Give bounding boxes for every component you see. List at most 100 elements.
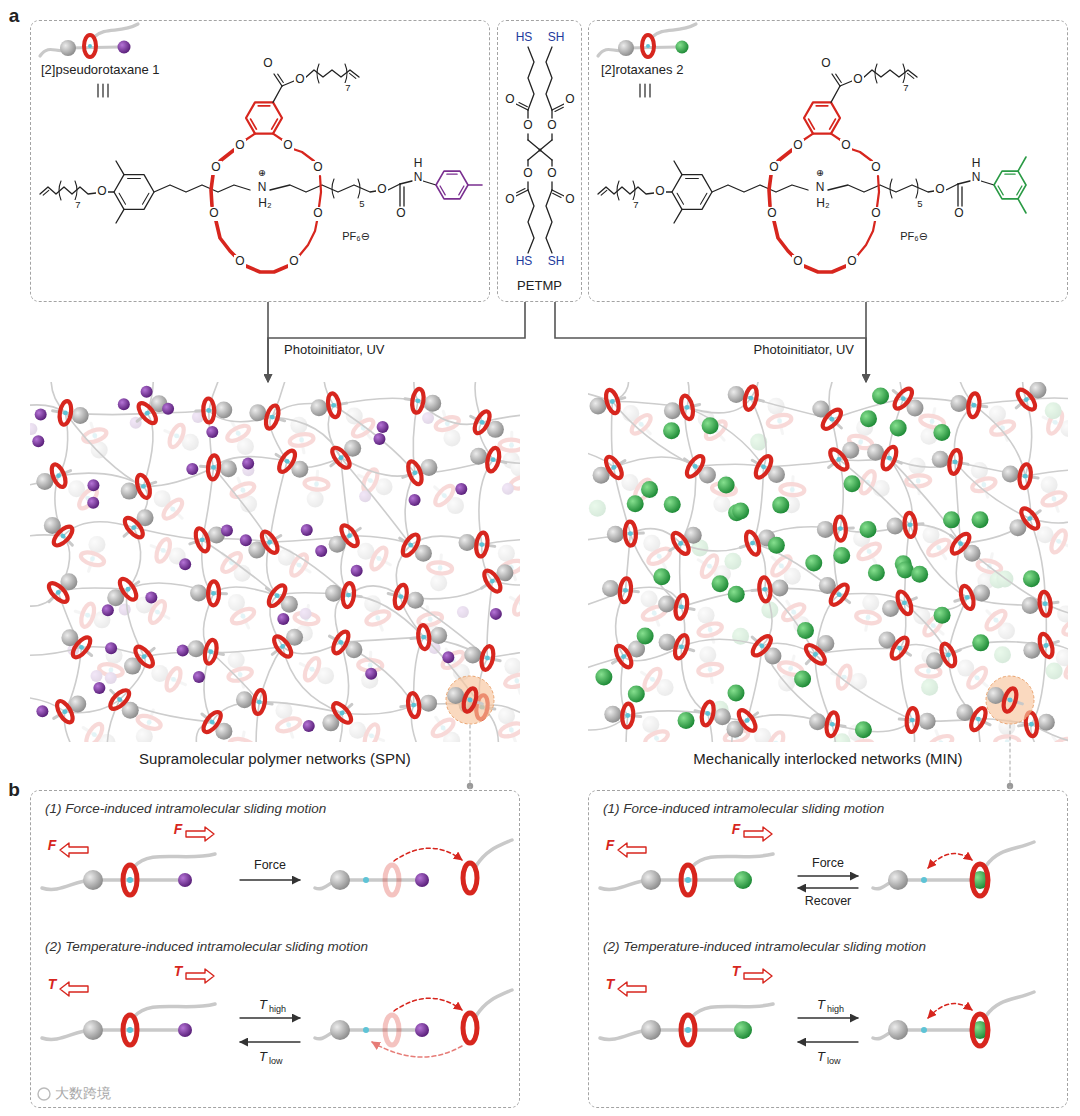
repeat-bracket — [358, 179, 360, 198]
polymer-chain — [120, 700, 212, 723]
stimulus-label: T — [731, 964, 742, 979]
process-arrow — [240, 879, 300, 880]
stopper-ball — [177, 645, 189, 657]
ammonium-station — [485, 656, 490, 661]
stopper-ball — [994, 646, 1011, 663]
macrocycle-ring — [834, 516, 846, 541]
repeat-bracket — [633, 181, 635, 200]
double-bond — [43, 190, 49, 195]
macrocycle-ring — [958, 584, 976, 610]
ammonium-station — [161, 548, 166, 553]
macrocycle-ring — [753, 454, 775, 480]
ammonium-station — [85, 613, 90, 618]
ammonium-station — [363, 1027, 369, 1033]
subscript: 5 — [916, 199, 923, 209]
network-panel — [30, 382, 520, 742]
stopper-bead — [809, 713, 826, 730]
macrocycle-ring — [803, 642, 828, 667]
stopper-ball — [442, 651, 454, 663]
polymer-chain — [681, 639, 761, 646]
double-bond — [119, 193, 125, 204]
macrocycle-ring — [70, 635, 94, 661]
stopper-bead — [215, 402, 232, 419]
atom-label: O — [208, 207, 219, 220]
ammonium-station — [109, 668, 114, 673]
polymer-chain — [211, 652, 260, 702]
stopper-bead — [470, 448, 487, 465]
stopper-bead — [447, 687, 464, 704]
crown-ether — [319, 176, 321, 207]
bond — [540, 150, 552, 160]
bond — [403, 187, 404, 206]
ammonium-station — [145, 411, 150, 416]
bond — [551, 182, 552, 190]
stopper-bead — [330, 870, 350, 890]
stopper-ball — [30, 423, 37, 435]
stopper-bead — [72, 407, 89, 424]
ammonium-station — [62, 709, 67, 714]
stopper-bead — [618, 40, 634, 56]
macrocycle-ring — [107, 687, 132, 712]
ammonium-station — [777, 418, 782, 423]
macrocycle-ring — [736, 708, 759, 734]
stopper-ball — [890, 420, 907, 437]
macrocycle-ring — [995, 736, 1019, 742]
stopper-ball — [32, 435, 44, 447]
stopper-ball — [141, 386, 153, 398]
macrocycle-ring — [326, 393, 341, 418]
polymer-chain — [681, 647, 707, 714]
double-bond — [830, 119, 836, 129]
bond — [840, 81, 852, 86]
process-arrow — [798, 887, 858, 888]
tether — [134, 1004, 215, 1017]
equivalence-sign — [649, 84, 650, 97]
ammonium-station — [678, 541, 683, 546]
stopper-ball — [664, 496, 681, 513]
ammonium-station — [1005, 740, 1010, 742]
ammonium-station — [174, 434, 179, 439]
tether — [476, 990, 512, 1016]
atom-label: O — [953, 207, 964, 220]
tether — [476, 840, 512, 866]
double-bond — [459, 186, 464, 195]
panel-caption: Mechanically interlocked networks (MIN) — [588, 750, 1068, 767]
bond-chain — [305, 70, 359, 78]
macrocycle-ring — [230, 606, 256, 626]
macrocycle-ring — [46, 580, 71, 605]
ammonium-station — [200, 537, 205, 542]
atom-label: O — [792, 255, 803, 268]
macrocycle-ring — [504, 672, 520, 689]
stimulus-label: T — [47, 977, 58, 992]
ammonium-station — [375, 616, 380, 621]
stopper-bead — [602, 580, 619, 597]
ammonium-station — [131, 525, 136, 530]
background-layer — [30, 408, 520, 742]
atom-label: O — [564, 193, 575, 206]
repeat-bracket — [75, 181, 77, 200]
ammonium-station — [428, 617, 433, 622]
stopper-ball — [102, 604, 114, 616]
stopper-ball — [415, 1023, 429, 1037]
macrocycle-ring — [949, 531, 973, 556]
ammonium-station — [708, 627, 713, 632]
double-bond — [555, 107, 563, 111]
macrocycle-ring — [393, 584, 409, 610]
macrocycle-ring — [276, 716, 302, 734]
stopper-ball — [868, 564, 885, 581]
axle — [40, 47, 120, 56]
double-bond — [816, 105, 828, 107]
bond — [957, 184, 958, 206]
force-arrow — [618, 843, 646, 857]
macrocycle-ring — [939, 642, 958, 668]
ammonium-station — [887, 456, 892, 461]
stimulus-label: T — [816, 998, 826, 1012]
atom-label: O — [820, 57, 831, 70]
ammonium-station — [779, 564, 784, 569]
macrocycle-ring — [750, 633, 774, 658]
bond — [527, 110, 528, 118]
subscript: 7 — [74, 200, 81, 210]
macrocycle-ring — [684, 453, 707, 479]
crown-benzo-ring — [804, 102, 840, 133]
ammonium-station — [90, 556, 95, 561]
ammonium-station — [56, 473, 61, 478]
